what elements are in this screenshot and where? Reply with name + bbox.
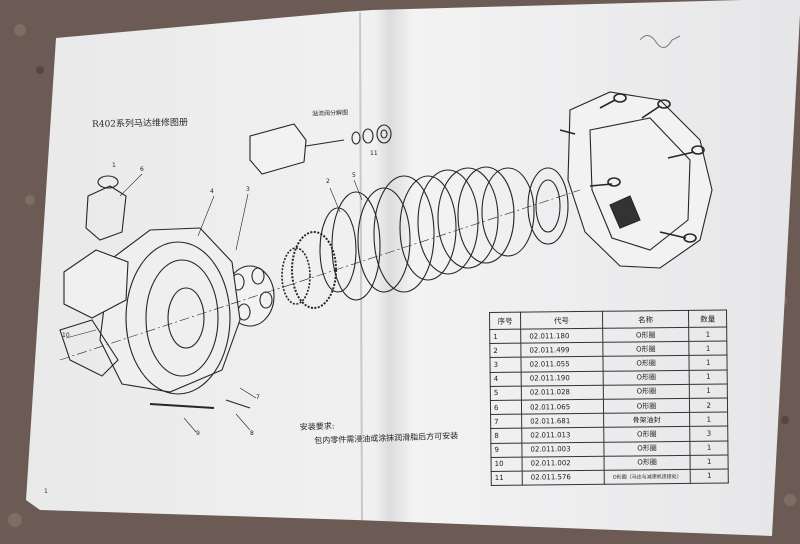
cell-no: 2	[489, 343, 522, 358]
callout-5: 5	[352, 172, 356, 179]
cell-qty: 2	[689, 397, 728, 413]
callout-1: 1	[112, 162, 116, 169]
cell-name: 骨架油封	[603, 412, 691, 428]
cell-name: O形圈	[602, 355, 690, 371]
cell-qty: 1	[690, 440, 729, 456]
cell-code: 02.011.065	[521, 399, 604, 415]
callout-10: 10	[62, 332, 70, 339]
cell-name: O形圈	[603, 455, 691, 471]
cell-no: 4	[490, 371, 522, 387]
cell-code: 02.011.028	[521, 385, 604, 401]
cell-no: 1	[489, 329, 521, 344]
cell-name: O形圈（马达与减速机连接处）	[603, 469, 691, 485]
callout-3: 3	[246, 186, 250, 193]
cell-code: 02.011.180	[520, 328, 603, 344]
cell-qty: 1	[689, 341, 727, 356]
cell-name: O形圈	[602, 369, 690, 386]
cell-name: O形圈	[603, 398, 690, 414]
header-qty: 数量	[688, 310, 727, 328]
header-no: 序号	[489, 312, 521, 330]
cell-name: O形圈	[602, 341, 690, 357]
header-code: 代号	[520, 311, 603, 330]
cell-qty: 1	[689, 412, 728, 427]
cell-qty: 1	[690, 454, 729, 470]
cell-name: O形圈	[603, 426, 691, 442]
cell-name: O形圈	[602, 327, 690, 343]
cell-qty: 1	[689, 383, 728, 399]
cell-no: 11	[491, 471, 523, 486]
cell-no: 5	[490, 385, 522, 401]
callout-4: 4	[210, 188, 214, 195]
pen-scribble	[639, 35, 681, 48]
relief-valve-label: 溢流阀分解图	[311, 109, 349, 118]
cell-no: 9	[490, 442, 523, 458]
callout-8: 8	[250, 430, 254, 437]
callout-11: 11	[370, 150, 378, 157]
header-name: 名称	[602, 310, 690, 329]
cell-qty: 3	[690, 426, 728, 441]
cell-no: 7	[490, 414, 522, 429]
cell-qty: 1	[689, 369, 728, 385]
cell-name: O形圈	[603, 440, 691, 456]
cell-qty: 1	[689, 327, 727, 342]
cell-code: 02.011.190	[521, 370, 603, 386]
callout-6: 6	[140, 166, 144, 173]
cell-no: 10	[491, 456, 523, 472]
cell-code: 02.011.055	[521, 356, 603, 372]
cell-code: 02.011.499	[520, 342, 603, 358]
exploded-motor-drawing	[59, 91, 713, 433]
cell-qty: 1	[690, 468, 729, 484]
cell-qty: 1	[689, 355, 728, 370]
page-number: 1	[44, 488, 48, 495]
cell-code: 02.011.576	[522, 470, 604, 486]
callout-7: 7	[256, 394, 260, 401]
cell-name: O形圈	[602, 384, 690, 400]
manual-title: R402系列马达维修图册	[91, 117, 189, 131]
cell-code: 02.011.013	[521, 427, 604, 443]
cell-no: 8	[490, 428, 522, 443]
cell-code: 02.011.003	[521, 441, 604, 457]
cell-code: 02.011.681	[521, 413, 604, 429]
cell-code: 02.011.002	[522, 455, 604, 472]
cell-no: 3	[489, 357, 522, 373]
cell-no: 6	[490, 400, 522, 415]
callout-9: 9	[196, 430, 200, 437]
installation-note: 安装要求: 包内零件需浸油或涂抹润滑脂后方可安装	[300, 415, 459, 448]
callout-2: 2	[326, 178, 330, 185]
